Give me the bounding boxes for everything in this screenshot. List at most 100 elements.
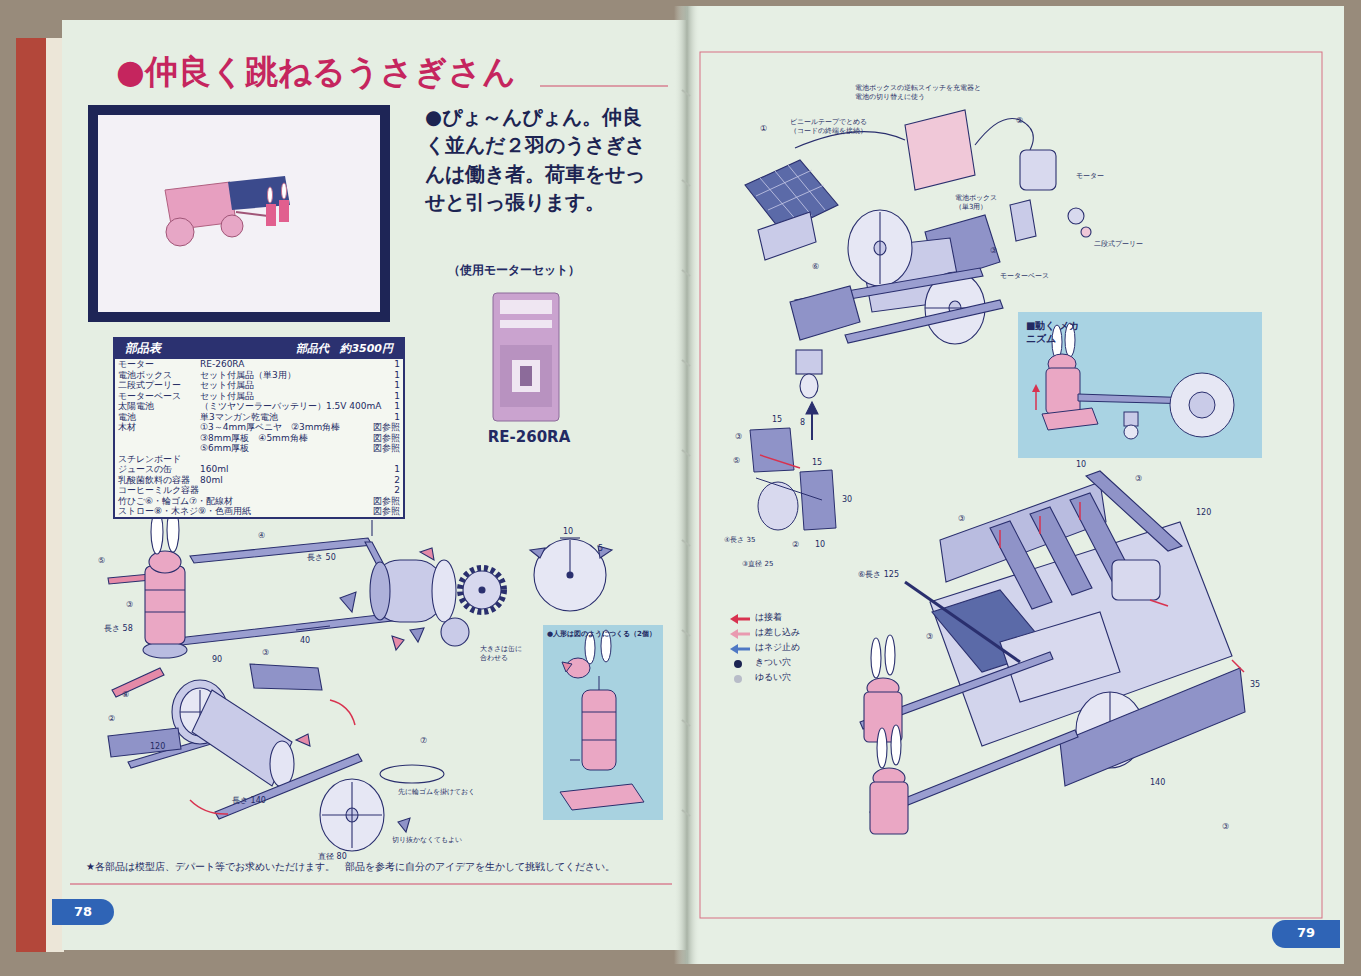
part-label: ② xyxy=(792,540,799,550)
table-cell: セット付属品 xyxy=(200,391,254,401)
motor-package: RE-260RA xyxy=(485,288,573,453)
line-shape xyxy=(682,360,690,366)
table-cell: 1 xyxy=(394,412,400,422)
part-label: 15 xyxy=(772,415,782,425)
part-label: 長さ 58 xyxy=(104,624,133,634)
circle-shape xyxy=(221,215,243,237)
rect-shape xyxy=(1112,560,1160,600)
rect-shape xyxy=(493,293,559,421)
part-label: 長さ 50 xyxy=(307,553,336,563)
g-shape xyxy=(108,508,410,697)
line-shape xyxy=(296,626,330,630)
line-shape xyxy=(1079,502,1081,520)
rect-shape xyxy=(500,300,552,314)
circle-shape xyxy=(734,660,742,668)
legend-text: はネジ止め xyxy=(755,642,800,654)
node-text: ●人形は図のようにつくる（2個） xyxy=(547,629,656,639)
table-cell: ③8mm厚板 ④5mm角棒 xyxy=(200,433,308,443)
table-cell: 1 xyxy=(394,464,400,474)
table-cell: 図参照 xyxy=(373,443,400,453)
line-shape xyxy=(736,648,750,651)
polygon-shape xyxy=(800,470,836,530)
part-label: ③ xyxy=(1222,822,1229,832)
circle-shape xyxy=(1170,373,1234,437)
table-cell: RE-260RA xyxy=(200,359,244,369)
line-shape xyxy=(682,720,690,726)
table-cell: ストロー⑧・木ネジ⑨・色画用紙 xyxy=(118,506,251,516)
polygon-shape xyxy=(296,734,310,746)
table-cell: 1 xyxy=(394,370,400,380)
part-label: 10 xyxy=(815,540,825,550)
table-cell: 図参照 xyxy=(373,433,400,443)
table-cell: 太陽電池 xyxy=(118,401,154,411)
ellipse-shape xyxy=(871,638,881,678)
body-text: ●ぴょ～んぴょん。仲良く並んだ２羽のうさぎさんは働き者。荷車をせっせと引っ張りま… xyxy=(425,104,657,217)
legend-sample xyxy=(730,673,752,685)
part-label: ⑧ xyxy=(122,690,129,700)
part-label: モーターベース xyxy=(1000,272,1049,281)
path-shape xyxy=(756,165,825,222)
part-label: 40 xyxy=(300,636,310,646)
line-shape xyxy=(736,633,750,636)
polygon-shape xyxy=(562,662,572,672)
rect-shape xyxy=(674,6,700,964)
table-cell: 2 xyxy=(394,485,400,495)
doll-panel: ●人形は図のようにつくる（2個） xyxy=(543,625,663,820)
polygon-shape xyxy=(905,110,975,190)
legend-sample xyxy=(730,658,752,670)
line-shape xyxy=(569,540,570,575)
circle-shape xyxy=(463,571,501,609)
part-label: 140 xyxy=(1150,778,1165,788)
part-label: 8 xyxy=(800,418,805,428)
table-cell: 1 xyxy=(394,359,400,369)
node-text: 79 xyxy=(1272,925,1340,940)
rect-shape xyxy=(46,38,64,952)
line-shape xyxy=(999,530,1001,548)
line-shape xyxy=(682,90,690,96)
table-cell: 80ml xyxy=(200,475,223,485)
rect-shape xyxy=(796,350,822,374)
part-label: ④ xyxy=(258,531,265,541)
rect-shape xyxy=(62,20,688,950)
polygon-shape xyxy=(750,428,794,472)
line-shape xyxy=(322,814,382,815)
part-label: ★各部品は模型店、デパート等でお求めいただけます。 部品を参考に自分のアイデアを… xyxy=(86,861,615,874)
line-shape xyxy=(1039,516,1041,534)
polygon-shape xyxy=(420,548,434,560)
ellipse-shape xyxy=(441,618,469,646)
legend-text: は差し込み xyxy=(755,627,800,639)
line-shape xyxy=(570,760,580,761)
part-label: ⑤ xyxy=(98,556,105,566)
line-shape xyxy=(70,884,672,885)
line-shape xyxy=(236,212,268,216)
part-label: ② xyxy=(108,714,115,724)
rect-shape xyxy=(1018,312,1262,458)
part-label: 直径 80 xyxy=(318,852,347,862)
circle-shape xyxy=(567,572,573,578)
polygon-shape xyxy=(108,728,181,757)
part-label: 長さ 140 xyxy=(232,796,266,806)
rect-shape xyxy=(1020,150,1056,190)
part-label: ⑤ xyxy=(733,456,740,466)
page-tab: 79 xyxy=(1272,920,1340,948)
circle-shape xyxy=(734,675,742,683)
line-shape xyxy=(682,630,690,636)
polygon-shape xyxy=(730,629,738,639)
part-label: ③ xyxy=(126,600,133,610)
part-label: 35 xyxy=(1250,680,1260,690)
rect-shape xyxy=(543,625,663,820)
line-shape xyxy=(756,478,822,500)
polygon-shape xyxy=(560,784,644,810)
line-shape xyxy=(682,180,690,186)
line-shape xyxy=(760,455,800,468)
circle-shape xyxy=(1081,227,1091,237)
polygon-shape xyxy=(410,628,424,642)
legend-sample xyxy=(730,613,752,625)
table-cell: モーターベース xyxy=(118,391,181,401)
part-label: ④長さ 35 xyxy=(724,536,755,545)
line-shape xyxy=(599,676,600,690)
part-label: ③直径 25 xyxy=(742,560,773,569)
rect-shape xyxy=(145,566,185,644)
g-shape xyxy=(750,428,836,530)
polygon-shape xyxy=(758,212,816,260)
